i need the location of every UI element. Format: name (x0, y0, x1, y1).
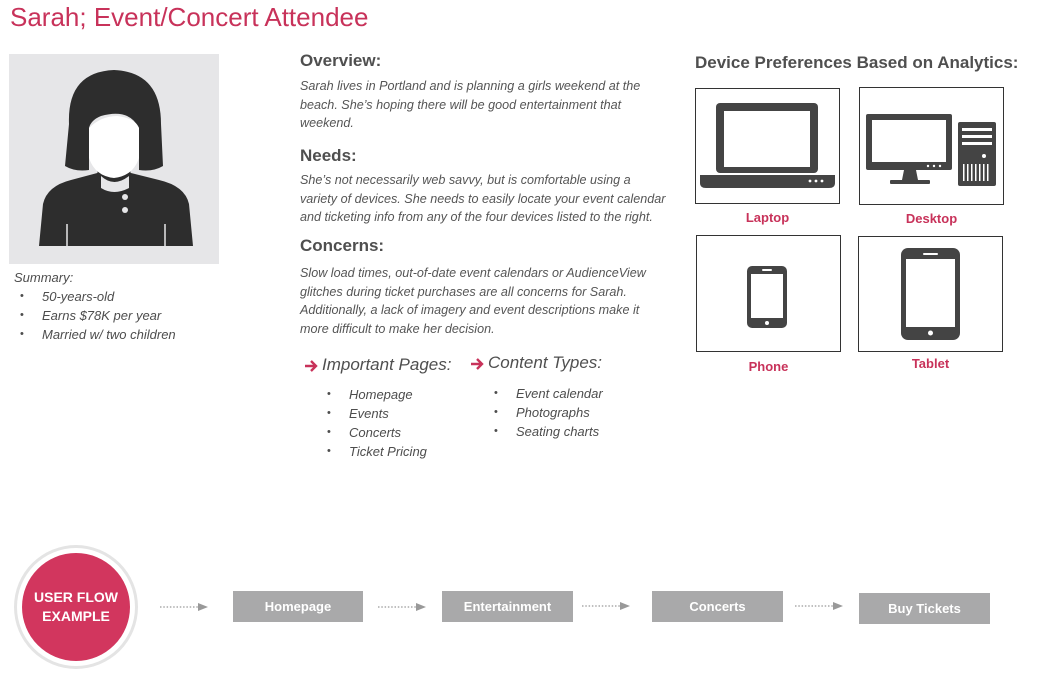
list-item: Seating charts (488, 422, 648, 441)
overview-text: Sarah lives in Portland and is planning … (300, 79, 641, 131)
phone-icon (747, 266, 787, 328)
phone-card (696, 235, 841, 352)
list-item: Events (321, 404, 481, 423)
device-preferences-heading: Device Preferences Based on Analytics: (695, 53, 1019, 72)
needs-text: She’s not necessarily web savvy, but is … (300, 173, 666, 225)
list-item: Earns $78K per year (14, 306, 274, 325)
flow-step-buy-tickets: Buy Tickets (859, 593, 990, 624)
phone-label: Phone (748, 359, 789, 374)
dotted-arrow-icon (795, 602, 843, 610)
overview-heading: Overview: (300, 51, 382, 70)
persona-silhouette-icon (39, 70, 193, 246)
tablet-label: Tablet (911, 356, 950, 371)
arrow-right-icon (305, 359, 318, 372)
laptop-icon (700, 103, 835, 188)
dotted-arrow-icon (582, 602, 630, 610)
laptop-card (695, 88, 840, 204)
list-item: Concerts (321, 423, 481, 442)
tablet-icon (901, 248, 960, 340)
content-types-title: Content Types: (488, 353, 603, 372)
important-pages-list: Homepage Events Concerts Ticket Pricing (321, 385, 481, 461)
flow-step-homepage: Homepage (233, 591, 363, 622)
concerns-heading: Concerns: (300, 236, 385, 255)
avatar (9, 54, 219, 264)
desktop-label: Desktop (905, 211, 958, 226)
tablet-card (858, 236, 1003, 352)
user-flow-badge: USER FLOW EXAMPLE (22, 553, 130, 661)
list-item: 50-years-old (14, 287, 274, 306)
summary-label: Summary: (14, 270, 74, 285)
desktop-card (859, 87, 1004, 205)
flow-step-entertainment: Entertainment (442, 591, 573, 622)
list-item: Ticket Pricing (321, 442, 481, 461)
dotted-arrow-icon (378, 603, 426, 611)
concerns-text: Slow load times, out-of-date event calen… (300, 266, 646, 336)
flow-step-concerts: Concerts (652, 591, 783, 622)
list-item: Photographs (488, 403, 648, 422)
content-types-heading: Content Types: (470, 353, 602, 373)
list-item: Homepage (321, 385, 481, 404)
content-types-list: Event calendar Photographs Seating chart… (488, 384, 648, 441)
list-item: Event calendar (488, 384, 648, 403)
desktop-icon (866, 114, 996, 186)
needs-heading: Needs: (300, 146, 357, 165)
summary: Summary: 50-years-old Earns $78K per yea… (14, 270, 274, 344)
laptop-label: Laptop (745, 210, 790, 225)
important-pages-title: Important Pages: (322, 355, 452, 374)
summary-list: 50-years-old Earns $78K per year Married… (14, 287, 274, 344)
page-title: Sarah; Event/Concert Attendee (10, 2, 369, 32)
list-item: Married w/ two children (14, 325, 274, 344)
user-flow-badge-label: USER FLOW EXAMPLE (34, 589, 118, 624)
arrow-right-icon (471, 357, 484, 370)
dotted-arrow-icon (160, 603, 208, 611)
important-pages-heading: Important Pages: (304, 355, 451, 375)
